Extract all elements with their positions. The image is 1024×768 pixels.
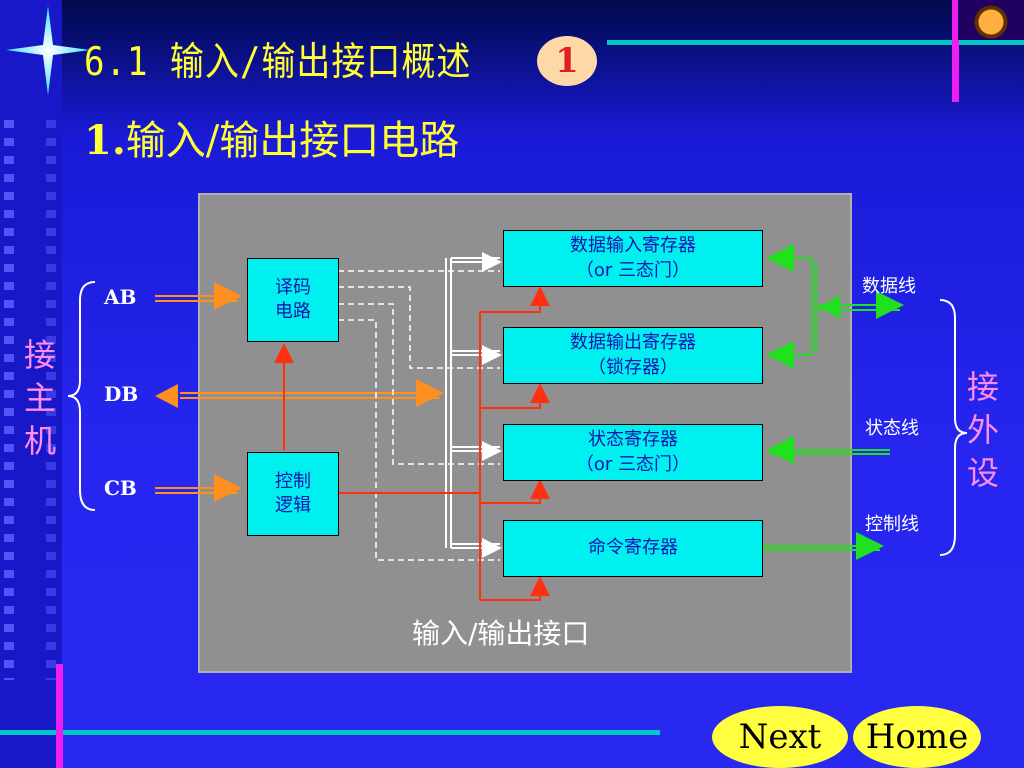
peripheral-label-char: 设 xyxy=(966,454,999,493)
box-text: 译码 xyxy=(275,276,311,298)
magenta-accent-bar-bottom xyxy=(56,664,63,768)
cb-bus-label: CB xyxy=(104,476,137,500)
data-output-register-box: 数据输出寄存器 （锁存器） xyxy=(503,327,763,384)
status-line-label: 状态线 xyxy=(865,418,919,439)
peripheral-label-char: 接 xyxy=(966,368,999,406)
command-register-box: 命令寄存器 xyxy=(503,520,763,577)
box-text: 数据输出寄存器 xyxy=(570,332,696,354)
globe-icon xyxy=(958,0,1024,40)
ab-bus-label: AB xyxy=(104,285,137,309)
top-accent-line xyxy=(607,40,1024,45)
peripheral-label-char: 外 xyxy=(966,411,999,450)
peripheral-label: 接 外 设 xyxy=(963,366,1003,496)
decoder-circuit-box: 译码 电路 xyxy=(247,258,339,342)
subtitle-text: 输入/输出接口电路 xyxy=(125,118,460,164)
section-subtitle: 1.输入/输出接口电路 xyxy=(84,108,459,166)
box-text: 控制 xyxy=(275,470,311,492)
home-button[interactable]: Home xyxy=(853,706,981,768)
page-title: 6.1 输入/输出接口概述 xyxy=(84,39,472,86)
status-register-box: 状态寄存器 （or 三态门） xyxy=(503,424,763,481)
bottom-accent-line xyxy=(0,730,660,735)
box-text: （锁存器） xyxy=(588,356,678,378)
panel-caption: 输入/输出接口 xyxy=(412,617,590,650)
box-text: 数据输入寄存器 xyxy=(570,235,696,257)
box-text: 电路 xyxy=(275,301,311,322)
control-line-label: 控制线 xyxy=(865,514,919,535)
db-bus-label: DB xyxy=(104,382,139,406)
box-text: 命令寄存器 xyxy=(588,537,678,559)
data-line-label: 数据线 xyxy=(862,276,916,297)
data-input-register-box: 数据输入寄存器 （or 三态门） xyxy=(503,230,763,287)
box-text: 逻辑 xyxy=(275,495,311,516)
magenta-accent-bar xyxy=(952,0,959,102)
box-text: （or 三态门） xyxy=(575,453,691,475)
box-text: 状态寄存器 xyxy=(588,429,678,451)
left-dots-decoration-2 xyxy=(46,120,56,680)
left-dots-decoration xyxy=(4,120,14,680)
section-badge: 1 xyxy=(537,36,597,86)
control-logic-box: 控制 逻辑 xyxy=(247,452,339,536)
host-label-char: 主 xyxy=(23,379,56,418)
host-label-char: 机 xyxy=(23,422,56,461)
subtitle-number: 1. xyxy=(84,117,126,164)
host-label-char: 接 xyxy=(23,336,56,374)
box-text: （or 三态门） xyxy=(575,259,691,281)
next-button[interactable]: Next xyxy=(712,706,848,768)
host-label: 接 主 机 xyxy=(20,334,60,464)
